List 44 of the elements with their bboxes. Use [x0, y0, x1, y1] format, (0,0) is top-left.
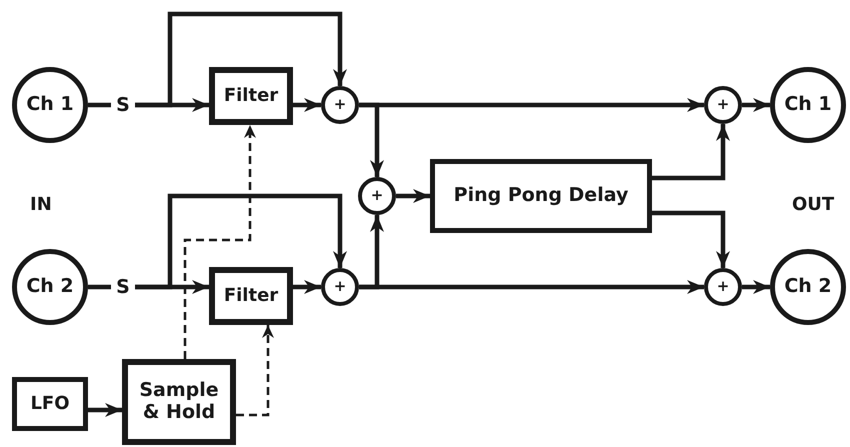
- node-label: Ch 1: [26, 94, 74, 116]
- filter-box: [209, 267, 293, 325]
- filter-box: [209, 67, 293, 125]
- arrow: [293, 280, 321, 294]
- node-label: +: [716, 96, 730, 114]
- arrow: [236, 325, 274, 416]
- arrow: [88, 403, 122, 417]
- port-label: IN: [30, 194, 52, 215]
- node-label: +: [334, 96, 346, 114]
- arrow: [135, 12, 347, 108]
- signal-label: S: [111, 93, 135, 117]
- node-label: +: [716, 278, 730, 296]
- node-label: Ch 1: [784, 94, 832, 116]
- node-label: Ping Pong Delay: [454, 185, 628, 207]
- sample-hold-box: [122, 359, 236, 445]
- connector-line: [88, 284, 111, 290]
- arrow: [184, 125, 256, 359]
- node-label: +: [370, 187, 384, 205]
- node-label: +: [334, 278, 346, 296]
- arrow: [652, 210, 730, 268]
- arrow: [652, 124, 730, 180]
- port-label: OUT: [792, 194, 834, 215]
- node-label: Ch 2: [26, 276, 74, 298]
- arrow: [359, 102, 384, 177]
- delay-box: [430, 159, 652, 233]
- node-label: LFO: [30, 394, 70, 414]
- summing-junction: [704, 86, 742, 124]
- connector-line: [88, 102, 111, 108]
- arrow: [396, 189, 430, 203]
- node-label: Filter: [224, 86, 278, 106]
- node-label: Filter: [224, 286, 278, 306]
- arrow: [742, 280, 770, 294]
- node-label: Sample & Hold: [138, 380, 220, 424]
- summing-junction: [321, 268, 359, 306]
- summing-junction: [704, 268, 742, 306]
- signal-label: S: [111, 275, 135, 299]
- node-label: Ch 2: [784, 276, 832, 298]
- arrow: [359, 215, 384, 290]
- summing-junction: [358, 177, 396, 215]
- arrow: [293, 98, 321, 112]
- arrow: [742, 98, 770, 112]
- lfo-box: [12, 377, 88, 431]
- arrow: [135, 194, 347, 290]
- summing-junction: [321, 86, 359, 124]
